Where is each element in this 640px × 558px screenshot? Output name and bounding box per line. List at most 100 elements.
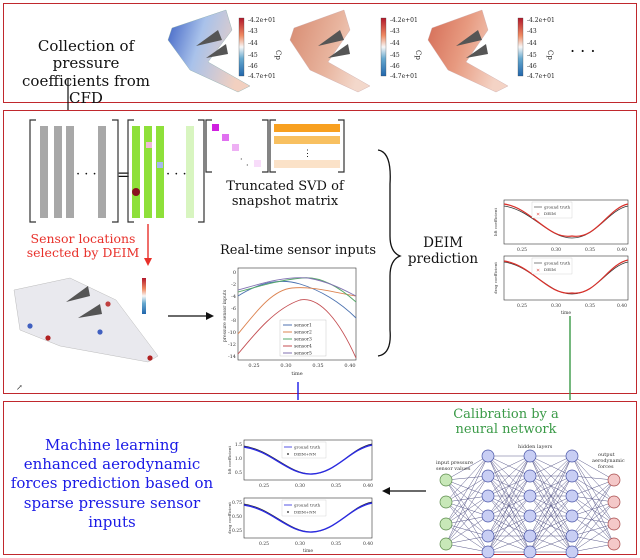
sensor1-line — [237, 280, 357, 319]
svg-text:0.30: 0.30 — [551, 247, 561, 253]
nn-edge — [529, 515, 573, 537]
nn-hidden-node — [523, 529, 537, 543]
svg-text:lift coefficient: lift coefficient — [227, 446, 232, 475]
wing-snapshot-2 — [289, 9, 371, 93]
svg-text:0.35: 0.35 — [331, 483, 341, 489]
svg-text:-45: -45 — [527, 52, 537, 59]
nn-hidden-node — [565, 529, 579, 543]
colorbar-3: -4.2e+01 -43 -44 -45 -46 -4.7e+01 Cp — [517, 17, 555, 80]
svg-text:1.5: 1.5 — [235, 442, 242, 448]
nn-edge — [529, 455, 573, 553]
svg-text:time: time — [303, 548, 314, 554]
svg-text:0.50: 0.50 — [232, 514, 242, 520]
nn-edge — [571, 479, 615, 517]
svg-text:Cp: Cp — [414, 50, 422, 60]
svg-text:0.30: 0.30 — [280, 363, 291, 369]
nn-edge — [445, 475, 489, 481]
nn-hidden-node — [523, 545, 537, 558]
deim-prediction-label: DEIM prediction — [407, 235, 479, 267]
svg-text:0.35: 0.35 — [312, 363, 323, 369]
nn-hidden-node — [481, 449, 495, 463]
nn-drag-prediction — [243, 502, 373, 533]
svg-text:sensor3: sensor3 — [294, 337, 312, 343]
nn-edge — [445, 455, 489, 545]
svg-text:-43: -43 — [248, 28, 258, 35]
svg-text:0.30: 0.30 — [551, 303, 561, 309]
nn-hidden-node — [481, 489, 495, 503]
nn-hidden-node — [481, 469, 495, 483]
nn-edge — [445, 475, 489, 545]
svg-text:sensor1: sensor1 — [294, 323, 312, 329]
cfd-wing-snapshots: -4.2e+01 -43 -44 -45 -46 -4.7e+01 Cp -4.… — [67, 9, 595, 110]
nn-hidden-node — [523, 469, 537, 483]
sigma-matrix: · · — [205, 119, 269, 173]
svg-text:0.35: 0.35 — [585, 303, 595, 309]
svg-text:-43: -43 — [527, 28, 537, 35]
svg-text:sensor5: sensor5 — [294, 351, 312, 357]
nn-edge — [571, 495, 615, 525]
nn-edge — [445, 455, 489, 481]
nn-edge — [445, 515, 489, 545]
svg-text:0.30: 0.30 — [295, 483, 305, 489]
nn-edge — [571, 455, 615, 525]
sensor5-line — [237, 277, 357, 297]
nn-edge — [487, 535, 531, 553]
nn-edge — [529, 475, 573, 537]
sensor-locations-label: Sensor locations selected by DEIM — [26, 231, 140, 261]
nn-edge — [571, 479, 615, 497]
nn-edge — [445, 543, 489, 553]
svg-text:-6: -6 — [231, 306, 236, 312]
svg-text:0: 0 — [233, 270, 236, 276]
svg-text:0.25: 0.25 — [517, 247, 527, 253]
nn-edge — [529, 495, 573, 537]
nn-edge — [487, 475, 531, 537]
nn-edge — [445, 501, 489, 553]
svg-text:ground truth: ground truth — [294, 503, 321, 508]
nn-edge — [529, 535, 573, 553]
svg-text:-46: -46 — [527, 63, 537, 70]
sensor3-line — [237, 277, 357, 303]
svg-text:-4: -4 — [231, 294, 236, 300]
nn-lift-chart: lift coefficient 1.5 1.0 0.5 ground trut… — [227, 439, 373, 489]
calibration-label: Calibration by a neural network — [453, 407, 559, 437]
drag-deim — [503, 259, 629, 294]
svg-text:ground truth: ground truth — [544, 261, 571, 266]
nn-edge — [487, 495, 531, 553]
svg-text:0.35: 0.35 — [331, 541, 341, 547]
svg-text:hidden layers: hidden layers — [518, 444, 553, 450]
v-transpose-matrix: ⋮ — [269, 119, 345, 173]
nn-edge — [487, 455, 531, 477]
nn-edge — [487, 495, 531, 537]
svg-text:· · ·: · · · — [166, 167, 187, 182]
svg-text:-44: -44 — [248, 40, 258, 47]
nn-edge — [445, 523, 489, 553]
svg-text:-4.7e+01: -4.7e+01 — [390, 73, 418, 80]
svg-text:aerodynamic: aerodynamic — [592, 458, 625, 464]
svg-text:-14: -14 — [228, 354, 236, 360]
nn-edge — [445, 475, 489, 503]
deim-drag-chart: drag coefficient ground truth × DEIM 0.2… — [493, 255, 629, 316]
nn-edge — [445, 495, 489, 545]
realtime-sensor-title: Real-time sensor inputs — [220, 243, 377, 258]
nn-hidden-node — [565, 545, 579, 558]
nn-edge — [445, 479, 489, 553]
svg-text:-4.7e+01: -4.7e+01 — [527, 73, 555, 80]
svg-text:0.35: 0.35 — [585, 247, 595, 253]
svg-text:DEIM+NN: DEIM+NN — [294, 452, 317, 457]
nn-hidden-node — [523, 509, 537, 523]
nn-drag-chart: drag coefficient 0.75 0.50 0.25 ground t… — [227, 497, 373, 554]
nn-edge — [487, 515, 531, 553]
wing-snapshot-3 — [427, 9, 509, 93]
svg-text:-45: -45 — [390, 52, 400, 59]
svg-text:-12: -12 — [228, 342, 236, 348]
nn-edge — [571, 455, 615, 503]
lift-ground-truth — [503, 205, 629, 239]
svg-text:0.40: 0.40 — [363, 483, 373, 489]
deim-lift-chart: lift coefficient ground truth × DEIM 0.2… — [493, 199, 629, 253]
nn-edge — [571, 501, 615, 553]
svg-text:DEIM: DEIM — [544, 211, 556, 216]
nn-hidden-node — [565, 489, 579, 503]
nn-input-node — [439, 537, 453, 551]
nn-edge — [445, 479, 489, 537]
nn-edge — [529, 455, 573, 537]
